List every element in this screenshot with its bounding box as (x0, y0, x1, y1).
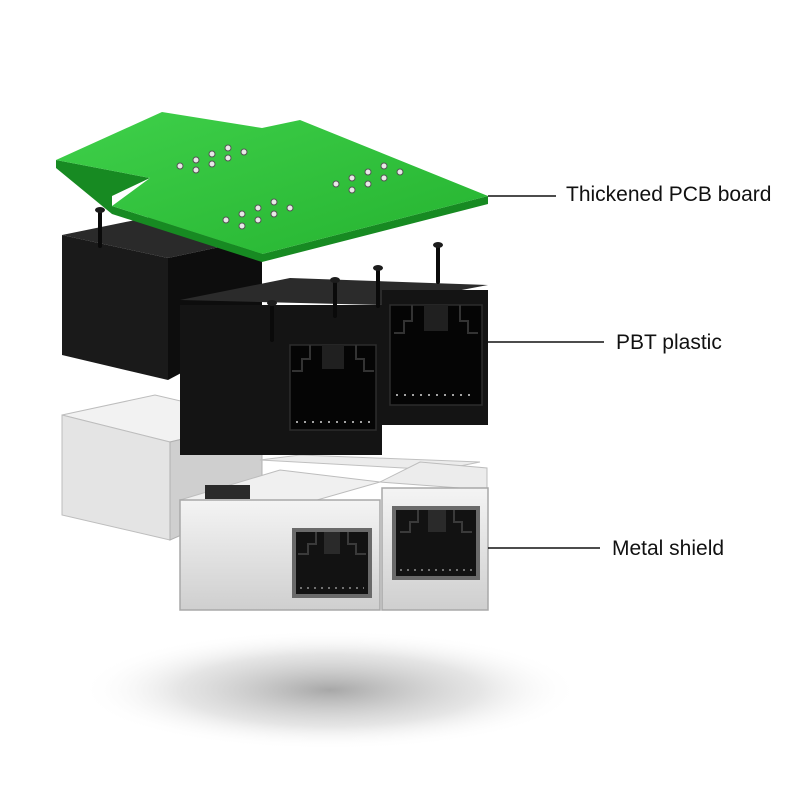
floor-shadow (80, 630, 580, 750)
pcb-top (56, 112, 488, 254)
pcb-layer (56, 112, 488, 262)
shield-port-1 (292, 528, 372, 598)
pin-heads (95, 207, 443, 306)
pbt-plastic-layer (62, 207, 488, 455)
pcb-edge (56, 160, 488, 262)
shield-tab (205, 485, 250, 499)
rear-block-front (62, 235, 168, 380)
plastic-port-2 (389, 304, 483, 406)
plastic-port-1 (289, 344, 377, 431)
solder-points (176, 144, 404, 230)
label-pbt-plastic: PBT plastic (616, 331, 722, 354)
label-metal-shield: Metal shield (612, 537, 725, 560)
shield-port-2 (392, 506, 480, 580)
connector-pins (98, 210, 440, 342)
label-thickened-pcb-board: Thickened PCB board (566, 183, 772, 206)
rear-block-top (62, 215, 262, 258)
